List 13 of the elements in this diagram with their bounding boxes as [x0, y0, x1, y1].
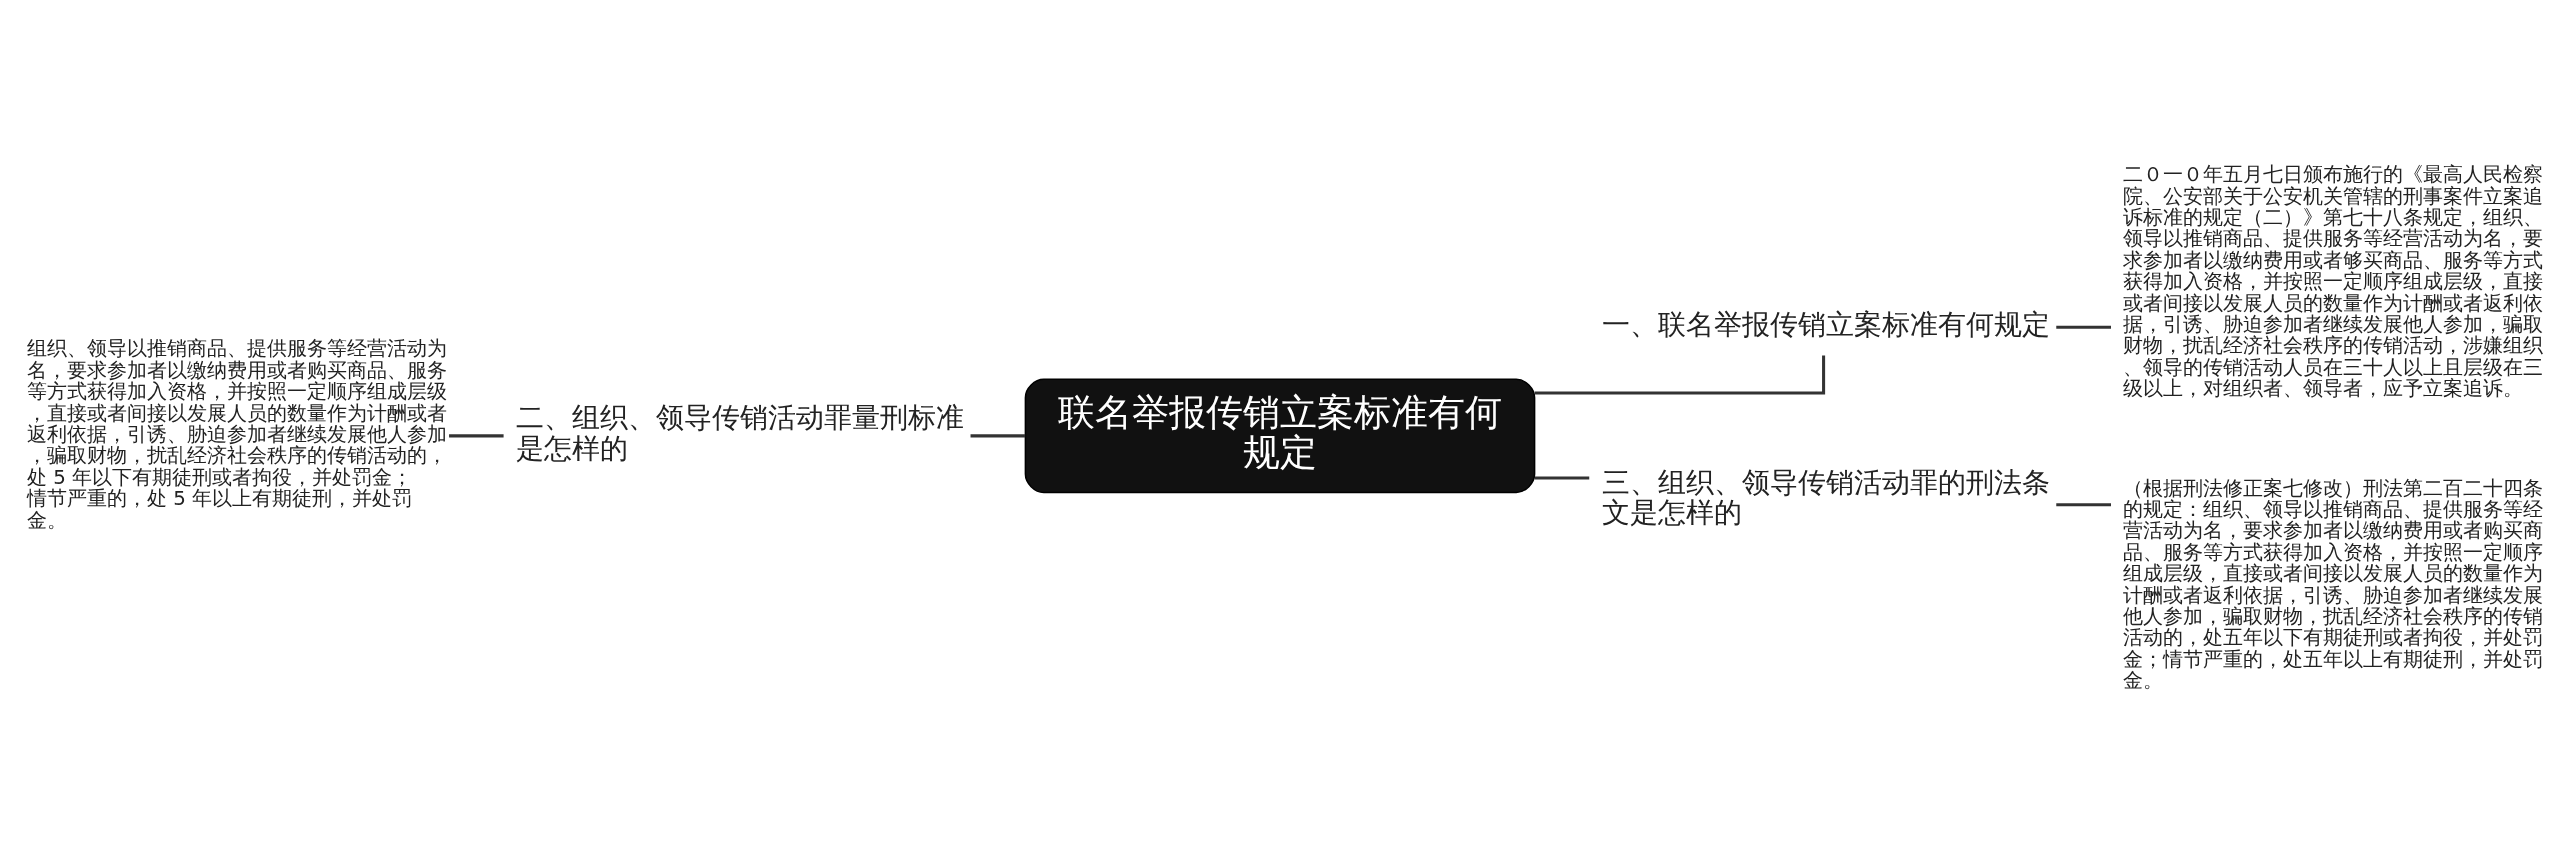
connector	[2056, 503, 2111, 507]
connector	[1534, 476, 1590, 480]
node-text: 三、组织、领导传销活动罪的刑法条文是怎样的	[1601, 465, 2050, 529]
node-text: 一、联名举报传销立案标准有何规定	[1601, 308, 2050, 341]
connector	[449, 434, 504, 438]
connector	[2056, 325, 2111, 329]
node-text: 二０一０年五月七日颁布施行的《最高人民检察院、公安部关于公安机关管辖的刑事案件立案追诉标准的规定（二）》第七十八条规定，组织、领导以推销商品、提供服务等经营活动为名，要求参加者以缴纳费用或者够买商品、服务等方式获得加入资格，并按照一定顺序组成层级，直接或者间接以发展人员的数量作为计酬或者返利依据，引诱、胁迫参加者继续发展他人参加，骗取财物，扰乱经济社会秩序的传销活动，涉嫌组织、领导的传销活动人员在三十人以上且层级在三级以上，对组织者、领导者，应予立案追诉。	[2123, 163, 2544, 401]
node-text: 二、组织、领导传销活动罪量刑标准是怎样的	[516, 401, 965, 464]
node-text: （根据刑法修正案七修改）刑法第二百二十四条的规定：组织、领导以推销商品、提供服务等经营活动为名，要求参加者以缴纳费用或者购买商品、服务等方式获得加入资格，并按照一定顺序组成层级，直接或者间接以发展人员的数量作为计酬或者返利依据，引诱、胁迫参加者继续发展他人参加，骗取财物，扰乱经济社会秩序的传销活动的，处五年以下有期徒刑或者拘役，并处罚金；情节严重的，处五年以上有期徒刑，并处罚金。	[2123, 476, 2544, 693]
connector	[1534, 355, 1826, 395]
node-box: 联名举报传销立案标准有何规定	[1024, 378, 1536, 494]
node-text: 组织、领导以推销商品、提供服务等经营活动为名，要求参加者以缴纳费用或者购买商品、服务等方式获得加入资格，并按照一定顺序组成层级，直接或者间接以发展人员的数量作为计酬或者返利依据，引诱、胁迫参加者继续发展他人参加，骗取财物，扰乱经济社会秩序的传销活动的，处 5 年以下有期徒刑或者拘役，并处罚金；情节严重的，处 5 年以上有期徒刑，并处罚金。	[26, 337, 447, 532]
connector	[970, 434, 1026, 438]
